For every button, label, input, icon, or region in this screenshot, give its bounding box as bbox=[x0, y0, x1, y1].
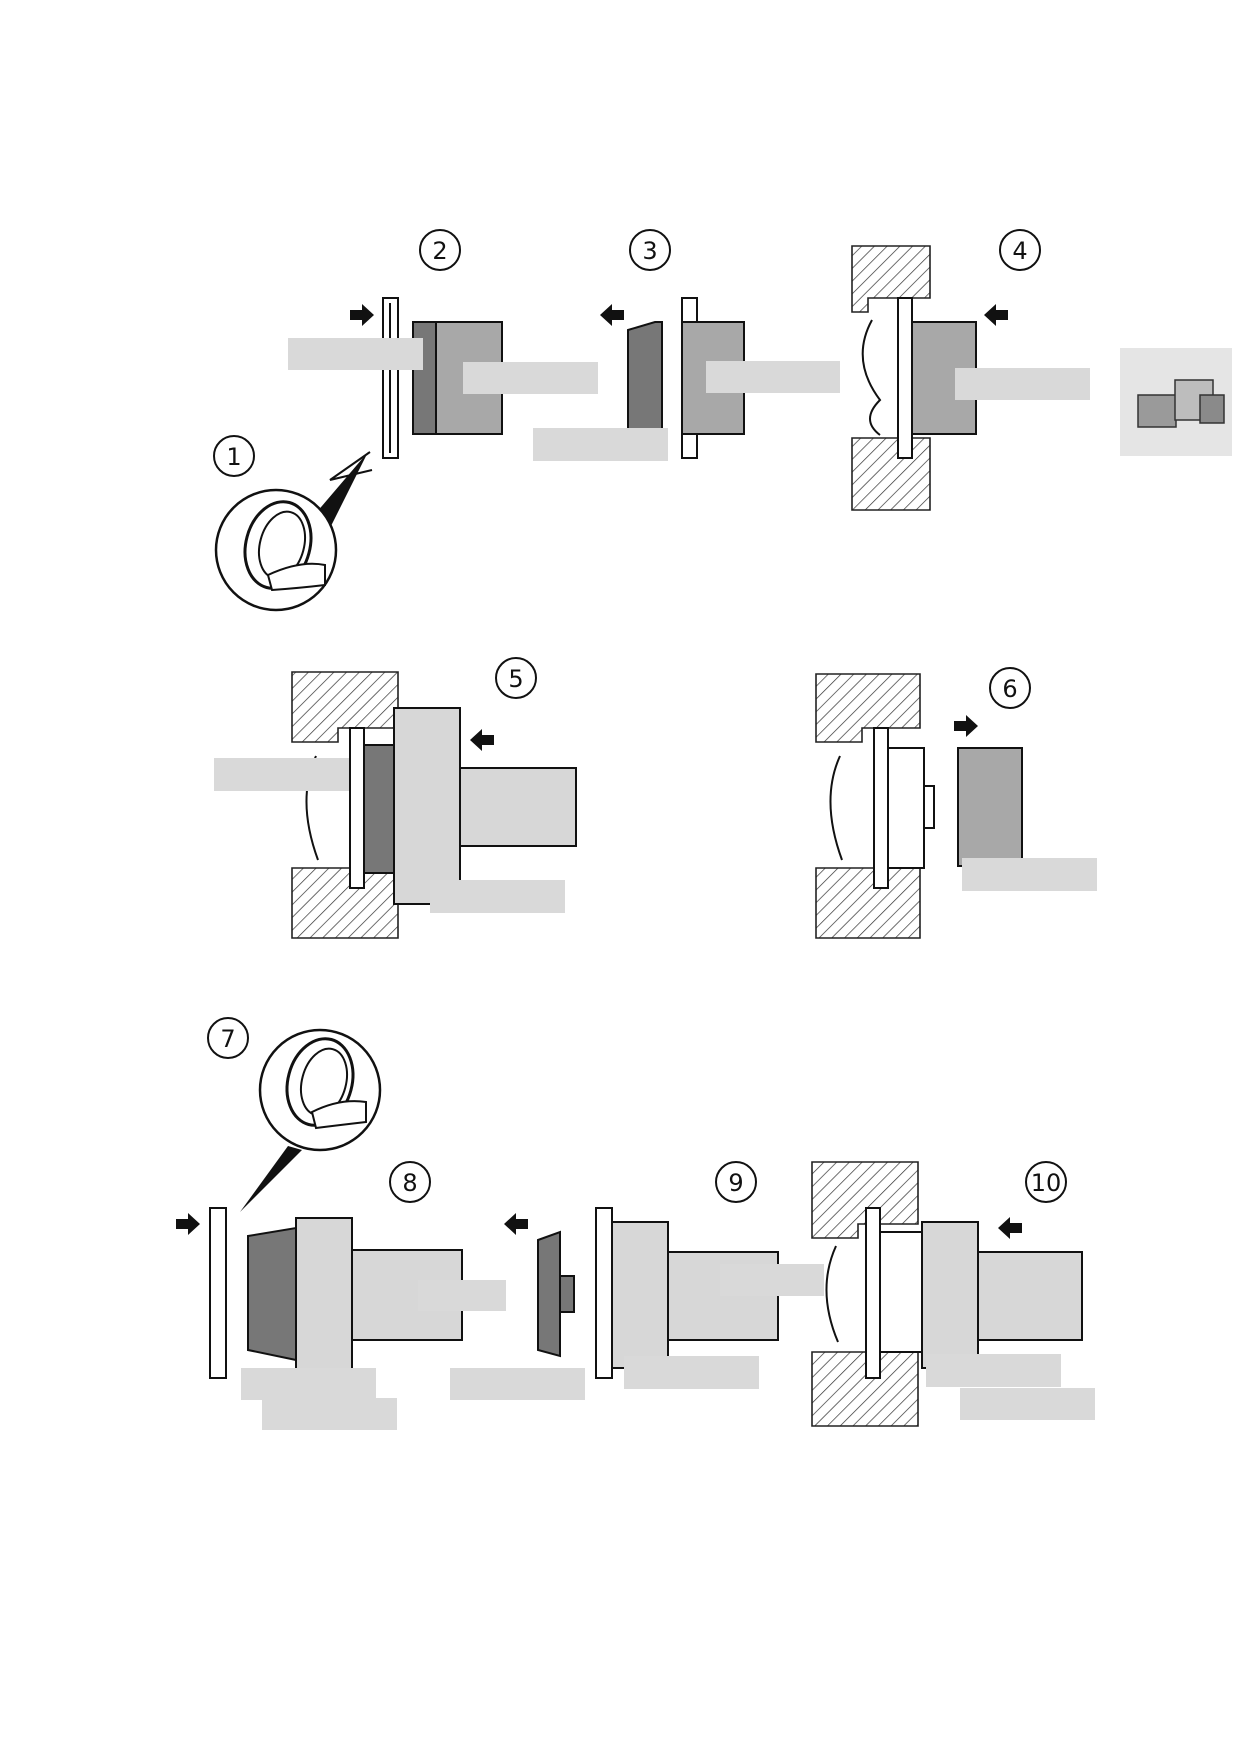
oil-seal-part bbox=[873, 727, 889, 889]
step-8-badge bbox=[389, 1161, 431, 1203]
step-8-number: 8 bbox=[402, 1169, 417, 1197]
seal-part bbox=[923, 785, 935, 829]
oil-seal-part bbox=[209, 1207, 227, 1379]
seal-driver-part bbox=[921, 1221, 979, 1369]
step-2-number: 2 bbox=[432, 237, 447, 265]
step-4-number: 4 bbox=[1012, 237, 1027, 265]
step-6-badge bbox=[989, 667, 1031, 709]
step-5-number: 5 bbox=[508, 665, 523, 693]
step-3-panel: 3 bbox=[533, 229, 840, 461]
crankcase-wall bbox=[811, 1161, 919, 1239]
seal-part bbox=[887, 747, 925, 869]
step-4-badge bbox=[999, 229, 1041, 271]
seal-lip-detail-icon bbox=[214, 488, 338, 612]
seal-part bbox=[879, 1231, 923, 1353]
step-10-panel: 10 bbox=[811, 1161, 1095, 1427]
step-2-panel: 2 bbox=[288, 229, 598, 481]
detail-pointer-icon bbox=[240, 1146, 302, 1212]
label-placeholder bbox=[241, 1368, 376, 1400]
label-placeholder bbox=[962, 858, 1097, 891]
pull-arrow-icon bbox=[600, 304, 624, 326]
label-placeholder bbox=[955, 368, 1090, 400]
step-3-badge bbox=[629, 229, 671, 271]
label-placeholder bbox=[533, 428, 668, 461]
label-placeholder bbox=[214, 758, 349, 791]
step-1-badge bbox=[213, 435, 255, 477]
seal-lip-detail-icon bbox=[258, 1028, 382, 1152]
crankcase-wall bbox=[815, 867, 921, 939]
step-1-panel: 1 bbox=[213, 435, 368, 612]
step-5-badge bbox=[495, 657, 537, 699]
step-7-number: 7 bbox=[220, 1025, 235, 1053]
label-placeholder bbox=[624, 1356, 759, 1389]
driver-collar-part bbox=[627, 321, 663, 431]
label-placeholder bbox=[288, 338, 423, 370]
step-7-badge bbox=[207, 1017, 249, 1059]
label-placeholder bbox=[960, 1388, 1095, 1420]
driver-handle-part bbox=[459, 767, 577, 847]
oil-seal-part bbox=[349, 727, 365, 889]
label-placeholder bbox=[450, 1368, 585, 1400]
label-placeholder bbox=[418, 1280, 506, 1311]
seal-driver-part bbox=[611, 1221, 669, 1369]
driver-handle-part bbox=[977, 1251, 1083, 1341]
seal-driver-part bbox=[295, 1217, 353, 1371]
label-placeholder bbox=[706, 361, 840, 393]
oil-seal-part bbox=[865, 1207, 881, 1379]
step-1-number: 1 bbox=[226, 443, 241, 471]
push-arrow-icon bbox=[998, 1217, 1022, 1239]
push-arrow-icon bbox=[470, 729, 494, 751]
step-9-badge bbox=[715, 1161, 757, 1203]
oil-seal-part bbox=[897, 297, 913, 459]
step-2-badge bbox=[419, 229, 461, 271]
step-10-badge bbox=[1025, 1161, 1067, 1203]
driver-collar-part bbox=[363, 744, 395, 874]
step-9-number: 9 bbox=[728, 1169, 743, 1197]
step-10-number: 10 bbox=[1031, 1169, 1062, 1197]
label-placeholder bbox=[720, 1264, 824, 1296]
push-arrow-icon bbox=[176, 1213, 200, 1235]
oil-seal-part bbox=[595, 1207, 613, 1379]
engine-thumbnail bbox=[1120, 348, 1232, 456]
crankcase-wall bbox=[291, 671, 399, 743]
seal-driver-part bbox=[393, 707, 461, 905]
pull-arrow-icon bbox=[954, 715, 978, 737]
crankcase-wall bbox=[815, 673, 921, 743]
step-5-panel: 5 bbox=[214, 657, 577, 939]
step-9-panel: 9 bbox=[450, 1161, 824, 1400]
seal-guide-part bbox=[559, 1275, 575, 1313]
step-4-panel: 4 bbox=[851, 229, 1090, 511]
step-7-panel: 7 bbox=[207, 1017, 382, 1212]
label-placeholder bbox=[262, 1398, 397, 1430]
step-6-panel: 6 bbox=[815, 667, 1097, 939]
push-arrow-icon bbox=[350, 304, 374, 326]
step-6-number: 6 bbox=[1002, 675, 1017, 703]
label-placeholder bbox=[926, 1354, 1061, 1387]
step-8-panel: 8 bbox=[176, 1161, 506, 1430]
pull-arrow-icon bbox=[504, 1213, 528, 1235]
crankcase-wall bbox=[851, 245, 931, 313]
label-placeholder bbox=[463, 362, 598, 394]
seal-guide-part bbox=[247, 1226, 297, 1362]
label-placeholder bbox=[430, 880, 565, 913]
seal-driver-part bbox=[957, 747, 1023, 867]
crankcase-wall bbox=[291, 867, 399, 939]
push-arrow-icon bbox=[984, 304, 1008, 326]
seal-guide-part bbox=[537, 1230, 561, 1358]
detail-pointer-icon bbox=[310, 452, 368, 528]
step-3-number: 3 bbox=[642, 237, 657, 265]
crankcase-wall bbox=[851, 437, 931, 511]
